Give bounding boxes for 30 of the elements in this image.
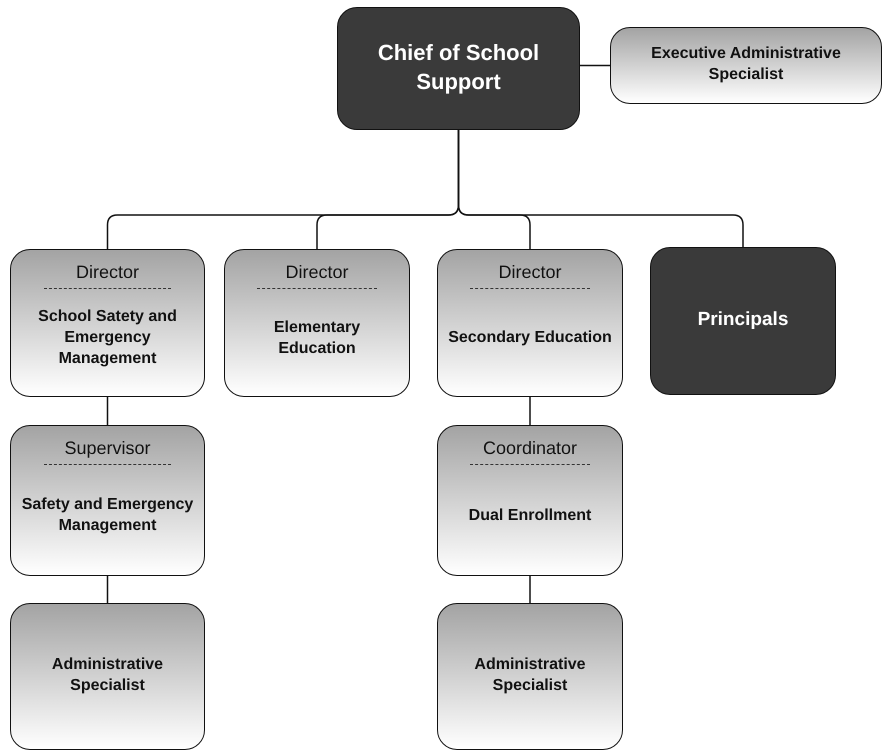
connector-line <box>580 64 610 66</box>
position-name: Executive Administrative Specialist <box>650 44 842 84</box>
unit-name: Elementary Education <box>272 318 362 358</box>
org-box <box>437 249 623 397</box>
org-box <box>10 603 205 750</box>
role-title: Director <box>76 262 139 283</box>
position-name: Principals <box>698 308 788 332</box>
connector-line <box>106 397 108 425</box>
connector-line <box>106 576 108 603</box>
org-box <box>610 27 882 104</box>
unit-name: Dual Enrollment <box>468 506 592 526</box>
org-box <box>10 249 205 397</box>
connector-line <box>529 397 531 425</box>
org-box <box>10 425 205 576</box>
position-name: Chief of School Support <box>376 38 540 96</box>
position-name: Administrative Specialist <box>50 654 164 696</box>
org-box <box>437 603 623 750</box>
position-name: Administrative Specialist <box>473 654 587 696</box>
org-box <box>650 247 836 395</box>
org-box <box>437 425 623 576</box>
role-title: Coordinator <box>482 438 578 459</box>
role-title: Director <box>498 262 562 283</box>
role-title: Director <box>285 262 348 283</box>
org-box <box>224 249 410 397</box>
connector-line <box>529 576 531 603</box>
role-title: Supervisor <box>64 438 151 459</box>
unit-name: School Satety and Emergency Management <box>37 307 178 369</box>
unit-name: Safety and Emergency Management <box>20 495 194 536</box>
unit-name: Secondary Education <box>448 328 612 348</box>
org-box <box>337 7 580 130</box>
